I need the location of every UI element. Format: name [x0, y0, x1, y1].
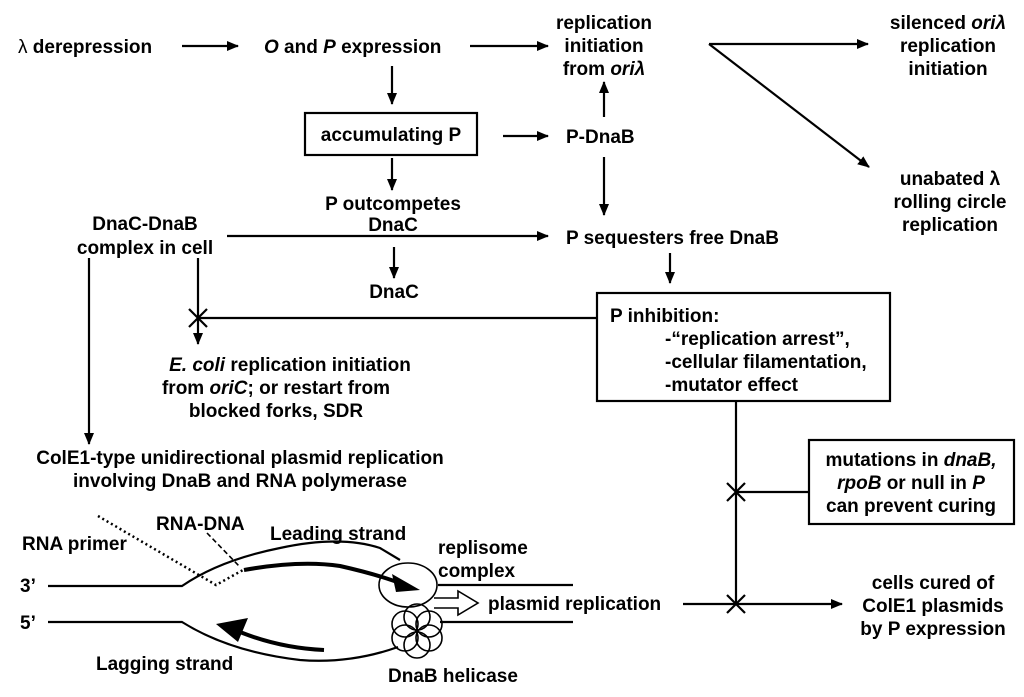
node-accumulating-p-box [303, 111, 479, 157]
svg-text:replication: replication [900, 36, 996, 57]
node-cells-cured: cells cured of ColE1 plasmids by P expre… [860, 573, 1005, 640]
svg-text:silenced oriλ: silenced oriλ [890, 13, 1006, 34]
leading-strand-label: Leading strand [270, 524, 406, 545]
dnab-helicase-icon [391, 603, 443, 659]
node-p-dnab: P-DnaB [566, 127, 635, 148]
node-accumulating-p: accumulating P [321, 125, 462, 146]
arrow-to-unabated [708, 43, 870, 168]
lagging-strand-label: Lagging strand [96, 654, 233, 675]
svg-text:initiation: initiation [908, 59, 987, 80]
svg-text:replication: replication [556, 13, 652, 34]
node-mutations-box [807, 438, 1016, 526]
svg-text:-mutator effect: -mutator effect [665, 375, 799, 396]
bottom-strand [48, 620, 399, 662]
svg-text:DnaC: DnaC [368, 215, 418, 236]
node-ecoli-initiation: E. coli replication initiation from oriC… [162, 355, 411, 422]
plasmid-direction-arrow [434, 589, 480, 617]
leading-strand-new [243, 561, 406, 587]
node-mutations: mutations in dnaB, rpoB or null in P can… [825, 450, 996, 517]
svg-text:ColE1-type unidirectional plas: ColE1-type unidirectional plasmid replic… [36, 448, 444, 469]
end-5-label: 5’ [20, 613, 36, 634]
svg-text:rpoB or null in P: rpoB or null in P [837, 473, 985, 494]
end-3-label: 3’ [20, 576, 36, 597]
svg-text:unabated λ: unabated λ [900, 169, 1001, 190]
plasmid-replication-label: plasmid replication [488, 594, 661, 615]
svg-text:DnaC-DnaB: DnaC-DnaB [92, 214, 198, 235]
svg-text:complex in cell: complex in cell [77, 238, 213, 259]
rna-primer-dotted [97, 514, 244, 587]
replication-fork: 3’ 5’ RNA primer RNA-DNA [20, 514, 661, 687]
node-o-and-p-expression: O and P expression [264, 37, 441, 58]
top-strand [48, 540, 401, 588]
svg-text:rolling circle: rolling circle [894, 192, 1007, 213]
svg-text:-“replication arrest”,: -“replication arrest”, [665, 329, 850, 350]
node-cole1-replication: ColE1-type unidirectional plasmid replic… [36, 448, 444, 492]
svg-text:initiation: initiation [564, 36, 643, 57]
node-unabated-lambda: unabated λ rolling circle replication [894, 169, 1007, 236]
svg-text:from oriλ: from oriλ [563, 59, 645, 80]
node-p-inhibition-box [595, 291, 892, 403]
lagging-strand-new [239, 630, 325, 652]
svg-text:-cellular filamentation,: -cellular filamentation, [665, 352, 867, 373]
rna-dna-pointer [206, 532, 241, 568]
block-mark-curing [726, 594, 746, 614]
svg-text:P outcompetes: P outcompetes [325, 194, 461, 215]
replisome-label-1: replisome [438, 538, 528, 559]
node-p-outcompetes: P outcompetes DnaC [325, 194, 461, 236]
svg-text:involving DnaB and RNA polymer: involving DnaB and RNA polymerase [73, 471, 407, 492]
svg-text:can prevent curing: can prevent curing [826, 496, 996, 517]
rna-dna-label: RNA-DNA [156, 514, 245, 535]
rna-primer-label: RNA primer [22, 534, 127, 555]
node-silenced-ori: silenced oriλ replication initiation [890, 13, 1006, 80]
svg-text:by P expression: by P expression [860, 619, 1005, 640]
svg-text:blocked forks, SDR: blocked forks, SDR [189, 401, 363, 422]
svg-text:from oriC; or restart from: from oriC; or restart from [162, 378, 390, 399]
node-dnac-dnab-complex: DnaC-DnaB complex in cell [77, 214, 213, 259]
dnab-helicase-label: DnaB helicase [388, 666, 518, 687]
block-mark-mutations [726, 482, 746, 502]
svg-text:ColE1 plasmids: ColE1 plasmids [862, 596, 1004, 617]
svg-text:E. coli replication initiation: E. coli replication initiation [169, 355, 411, 376]
node-p-inhibition: P inhibition: -“replication arrest”, -ce… [610, 306, 867, 396]
node-lambda-derepression: λ derepression [18, 37, 152, 58]
svg-text:replication: replication [902, 215, 998, 236]
node-dnac: DnaC [369, 282, 419, 303]
node-p-sequesters: P sequesters free DnaB [566, 228, 779, 249]
block-mark-ecoli [188, 308, 208, 328]
replisome-label-2: complex [438, 561, 516, 582]
leading-arrowhead [392, 574, 420, 592]
lagging-arrowhead [216, 618, 248, 642]
svg-text:mutations in dnaB,: mutations in dnaB, [825, 450, 996, 471]
svg-text:cells cured of: cells cured of [872, 573, 995, 594]
svg-text:P inhibition:: P inhibition: [610, 306, 719, 327]
node-replication-initiation: replication initiation from oriλ [556, 13, 652, 80]
